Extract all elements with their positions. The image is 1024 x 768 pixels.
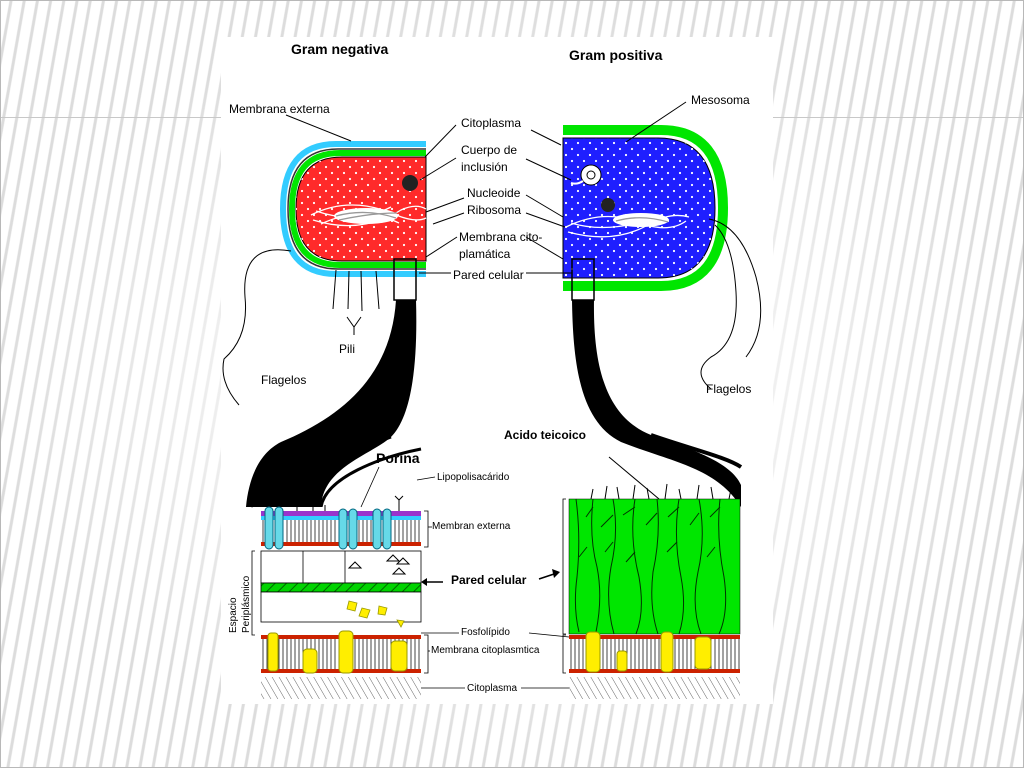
label-cuerpo-de: Cuerpo de <box>461 143 517 157</box>
label-ribosoma: Ribosoma <box>467 203 521 217</box>
zoom-funnel-positive <box>572 300 741 507</box>
gram-negative-cell <box>279 141 427 277</box>
teichoic-acid-strands <box>574 498 727 635</box>
label-flagelos-left: Flagelos <box>261 373 306 387</box>
label-fosfolipido: Fosfolípido <box>461 627 510 638</box>
label-mesosoma: Mesosoma <box>691 93 750 107</box>
pili <box>332 269 380 335</box>
label-pared-celular-center: Pared celular <box>451 573 527 587</box>
label-membrana-citoplasmtica: Membrana citoplasmtica <box>431 645 540 656</box>
leader-lines <box>285 101 687 274</box>
inclusion-body <box>402 175 418 191</box>
gram-positive-envelope-detail <box>521 456 741 699</box>
flagellum-right <box>700 224 737 390</box>
label-citoplasma: Citoplasma <box>461 116 521 130</box>
label-periplasmico: Periplásmico <box>241 575 252 633</box>
flagellum-left <box>222 249 292 406</box>
gram-positive-cell <box>562 125 729 291</box>
bacterial-cell-wall-diagram: Gram negativa Gram positiva Pili Flagelo… <box>221 37 773 704</box>
label-acido-teicoico: Acido teicoico <box>504 428 586 442</box>
title-gram-negative: Gram negativa <box>291 41 388 57</box>
label-plamatica: plamática <box>459 247 511 261</box>
nucleoid <box>310 204 427 227</box>
label-inclusion: inclusión <box>461 160 508 174</box>
label-membrana-cito: Membrana cito- <box>459 230 542 244</box>
label-flagelos-right: Flagelos <box>706 382 751 396</box>
inclusion-body-positive <box>601 198 615 212</box>
zoom-funnel-negative <box>246 300 417 507</box>
label-espacio: Espacio <box>228 597 239 633</box>
mesosome <box>580 164 602 186</box>
label-porina: Porina <box>376 450 420 466</box>
label-pili: Pili <box>339 342 355 356</box>
pared-celular-arrows <box>421 569 560 586</box>
label-nucleoide: Nucleoide <box>467 186 521 200</box>
gram-negative-envelope-detail <box>251 466 465 699</box>
label-pared-celular: Pared celular <box>453 268 524 282</box>
label-lipopolisacarido: Lipopolisacárido <box>437 472 510 483</box>
label-citoplasma-bottom: Citoplasma <box>467 683 517 694</box>
label-membran-externa: Membran externa <box>432 521 511 532</box>
label-membrana-externa: Membrana externa <box>229 102 330 116</box>
nucleoid-positive <box>565 213 690 238</box>
title-gram-positive: Gram positiva <box>569 47 663 63</box>
